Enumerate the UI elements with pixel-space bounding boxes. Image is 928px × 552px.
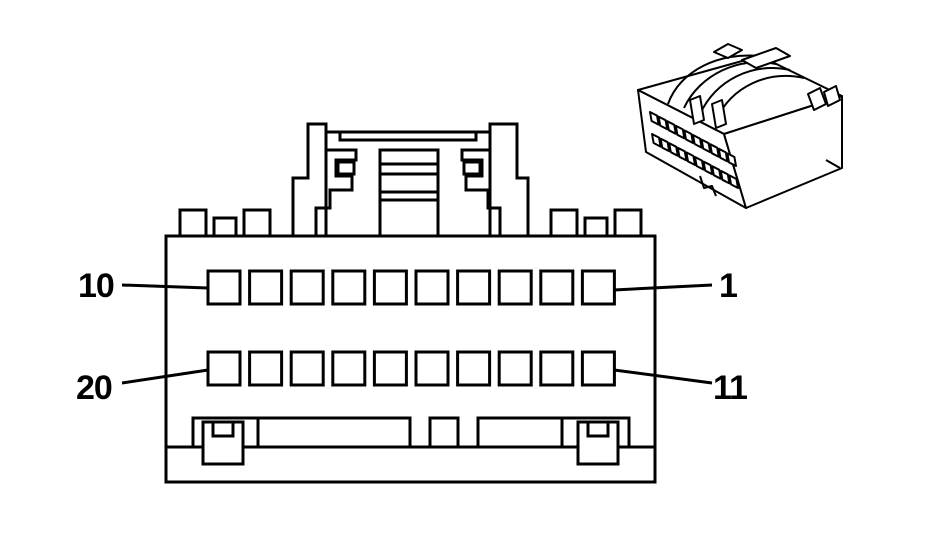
- iso-pin-cavity: [719, 169, 731, 185]
- iso-pin-cavity: [717, 147, 729, 163]
- iso-pin-cavity: [668, 142, 679, 157]
- label-pin-11: 11: [713, 369, 747, 407]
- iso-pin-cavity: [709, 143, 720, 158]
- pin-cavity-20: [206, 350, 242, 387]
- label-pin-10: 10: [78, 267, 114, 305]
- pin-cavity-15: [414, 350, 450, 387]
- pin-cavity-3: [497, 269, 533, 306]
- pin-cavity-1: [580, 269, 616, 306]
- iso-pin-cavity: [711, 165, 722, 180]
- pin-cavity-10: [206, 269, 242, 306]
- pin-cavity-17: [331, 350, 367, 387]
- pin-cavity-7: [331, 269, 367, 306]
- iso-pin-cavity: [659, 137, 671, 153]
- leader-pin-1: [613, 283, 713, 292]
- iso-pin-cavity: [700, 138, 712, 154]
- iso-pin-cavity: [692, 134, 703, 149]
- top-pin-row: [206, 269, 616, 306]
- pin-cavity-2: [539, 269, 575, 306]
- iso-pin-cavity: [726, 152, 737, 167]
- latch-tower: [291, 122, 530, 240]
- pin-cavity-18: [289, 350, 325, 387]
- iso-pin-cavity: [674, 124, 686, 140]
- iso-pin-cavity: [685, 151, 696, 166]
- iso-pin-cavity: [657, 115, 669, 131]
- iso-pin-cavity: [676, 146, 688, 162]
- iso-pin-cavity: [651, 133, 662, 148]
- iso-pin-cavity: [694, 156, 705, 171]
- pin-cavity-16: [372, 350, 408, 387]
- pin-cavity-12: [539, 350, 575, 387]
- leader-pin-10: [121, 283, 209, 290]
- pin-cavity-8: [289, 269, 325, 306]
- iso-pin-cavity: [666, 120, 677, 135]
- pin-cavity-9: [248, 269, 284, 306]
- bottom-pin-row: [206, 350, 616, 387]
- pin-cavity-14: [456, 350, 492, 387]
- connector-isometric-illustration: [637, 43, 843, 209]
- callout-labels: 10 1 20 11: [76, 267, 748, 407]
- pin-cavity-5: [414, 269, 450, 306]
- iso-pin-cavity: [702, 160, 714, 176]
- pin-cavity-4: [456, 269, 492, 306]
- iso-pin-cavity: [728, 174, 739, 189]
- leader-pin-11: [613, 368, 713, 385]
- label-pin-1: 1: [719, 267, 737, 305]
- leader-pin-20: [121, 368, 209, 385]
- pin-cavity-6: [372, 269, 408, 306]
- bottom-latch-area: [166, 416, 655, 466]
- pin-cavity-11: [580, 350, 616, 387]
- pin-cavity-13: [497, 350, 533, 387]
- label-pin-20: 20: [76, 369, 112, 407]
- top-tabs: [178, 208, 643, 238]
- iso-pin-cavity: [683, 129, 694, 144]
- connector-face-view: [164, 122, 657, 484]
- pin-cavity-19: [248, 350, 284, 387]
- iso-pin-cavity: [649, 111, 660, 126]
- callout-leaders: [121, 283, 713, 385]
